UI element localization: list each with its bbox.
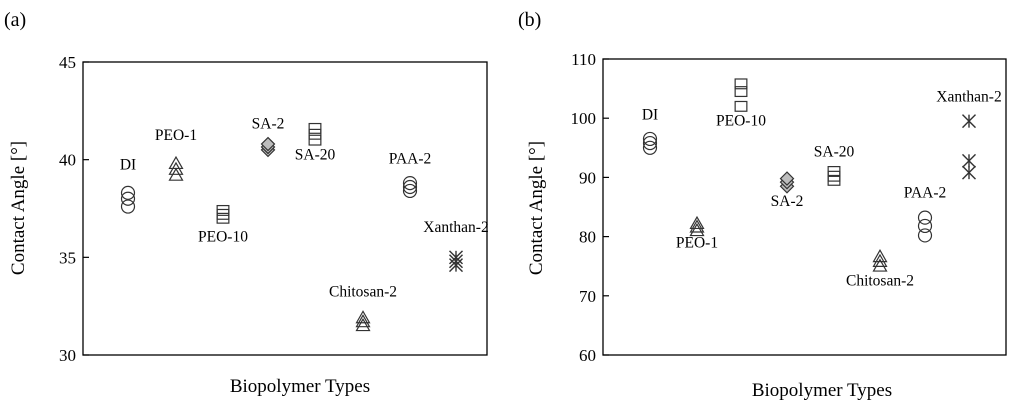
data-point-circle xyxy=(120,185,136,200)
panel-label: (b) xyxy=(518,9,541,31)
category-annotation: SA-20 xyxy=(814,144,855,161)
data-point-circle xyxy=(917,218,933,234)
y-axis-label: Contact Angle [°] xyxy=(526,141,547,275)
data-point-asterisk xyxy=(962,153,976,168)
plot-frame xyxy=(82,61,488,356)
data-point-circle xyxy=(120,191,136,206)
category-annotation: SA-2 xyxy=(771,193,804,210)
data-point-triangle xyxy=(355,310,371,324)
category-annotation: Chitosan-2 xyxy=(329,283,397,300)
category-annotation: PAA-2 xyxy=(904,185,947,202)
data-point-square xyxy=(308,128,322,140)
data-point-circle xyxy=(642,131,658,147)
data-point-triangle xyxy=(689,215,705,230)
category-annotation: SA-20 xyxy=(295,147,336,164)
data-point-diamond xyxy=(260,136,276,152)
data-point-triangle xyxy=(872,258,888,272)
y-tick-label: 30 xyxy=(59,346,76,365)
data-point-triangle xyxy=(689,222,705,237)
data-point-circle xyxy=(402,183,418,199)
y-tick-label: 70 xyxy=(579,287,596,306)
data-point-square xyxy=(308,134,322,146)
y-tick-label: 40 xyxy=(59,151,76,170)
category-annotation: PEO-10 xyxy=(716,112,766,129)
category-annotation: PAA-2 xyxy=(389,151,432,168)
data-point-asterisk xyxy=(962,165,976,180)
category-annotation: PEO-10 xyxy=(198,229,248,246)
data-point-circle xyxy=(917,228,933,243)
data-point-square xyxy=(734,78,748,90)
y-tick-label: 90 xyxy=(579,168,596,187)
data-point-triangle xyxy=(689,219,705,233)
data-point-square xyxy=(827,166,841,177)
category-annotation: Xanthan-2 xyxy=(423,219,488,236)
category-annotation: DI xyxy=(642,106,658,123)
y-tick-label: 100 xyxy=(571,109,597,128)
category-annotation: SA-2 xyxy=(252,115,285,132)
data-point-square xyxy=(216,204,230,216)
data-point-square xyxy=(734,100,748,112)
category-annotation: PEO-1 xyxy=(155,127,197,144)
plot-frame xyxy=(602,58,1007,356)
data-point-asterisk xyxy=(449,250,463,265)
data-point-circle xyxy=(120,199,136,214)
data-point-circle xyxy=(402,179,418,195)
data-point-triangle xyxy=(168,155,184,170)
data-point-asterisk xyxy=(962,114,976,129)
data-point-circle xyxy=(917,210,933,225)
x-axis-label: Biopolymer Types xyxy=(752,380,892,401)
y-tick-label: 35 xyxy=(59,248,76,267)
x-axis-label: Biopolymer Types xyxy=(230,376,370,397)
data-point-square xyxy=(734,86,748,98)
category-annotation: PEO-1 xyxy=(676,234,718,251)
panel-label: (a) xyxy=(4,9,26,31)
y-tick-label: 60 xyxy=(579,346,596,365)
data-point-circle xyxy=(642,135,658,151)
data-point-square xyxy=(308,122,322,134)
data-point-triangle xyxy=(872,253,888,267)
y-tick-label: 110 xyxy=(571,50,596,69)
data-point-circle xyxy=(642,140,658,155)
data-point-triangle xyxy=(872,249,888,263)
y-tick-label: 45 xyxy=(59,53,76,72)
category-annotation: Xanthan-2 xyxy=(936,89,1001,106)
data-point-diamond xyxy=(779,171,795,186)
data-point-triangle xyxy=(355,317,371,332)
data-point-triangle xyxy=(355,314,371,328)
category-annotation: DI xyxy=(120,156,136,173)
y-axis-label: Contact Angle [°] xyxy=(8,141,29,275)
category-annotation: Chitosan-2 xyxy=(846,273,914,290)
y-tick-label: 80 xyxy=(579,228,596,247)
data-point-circle xyxy=(402,176,418,191)
